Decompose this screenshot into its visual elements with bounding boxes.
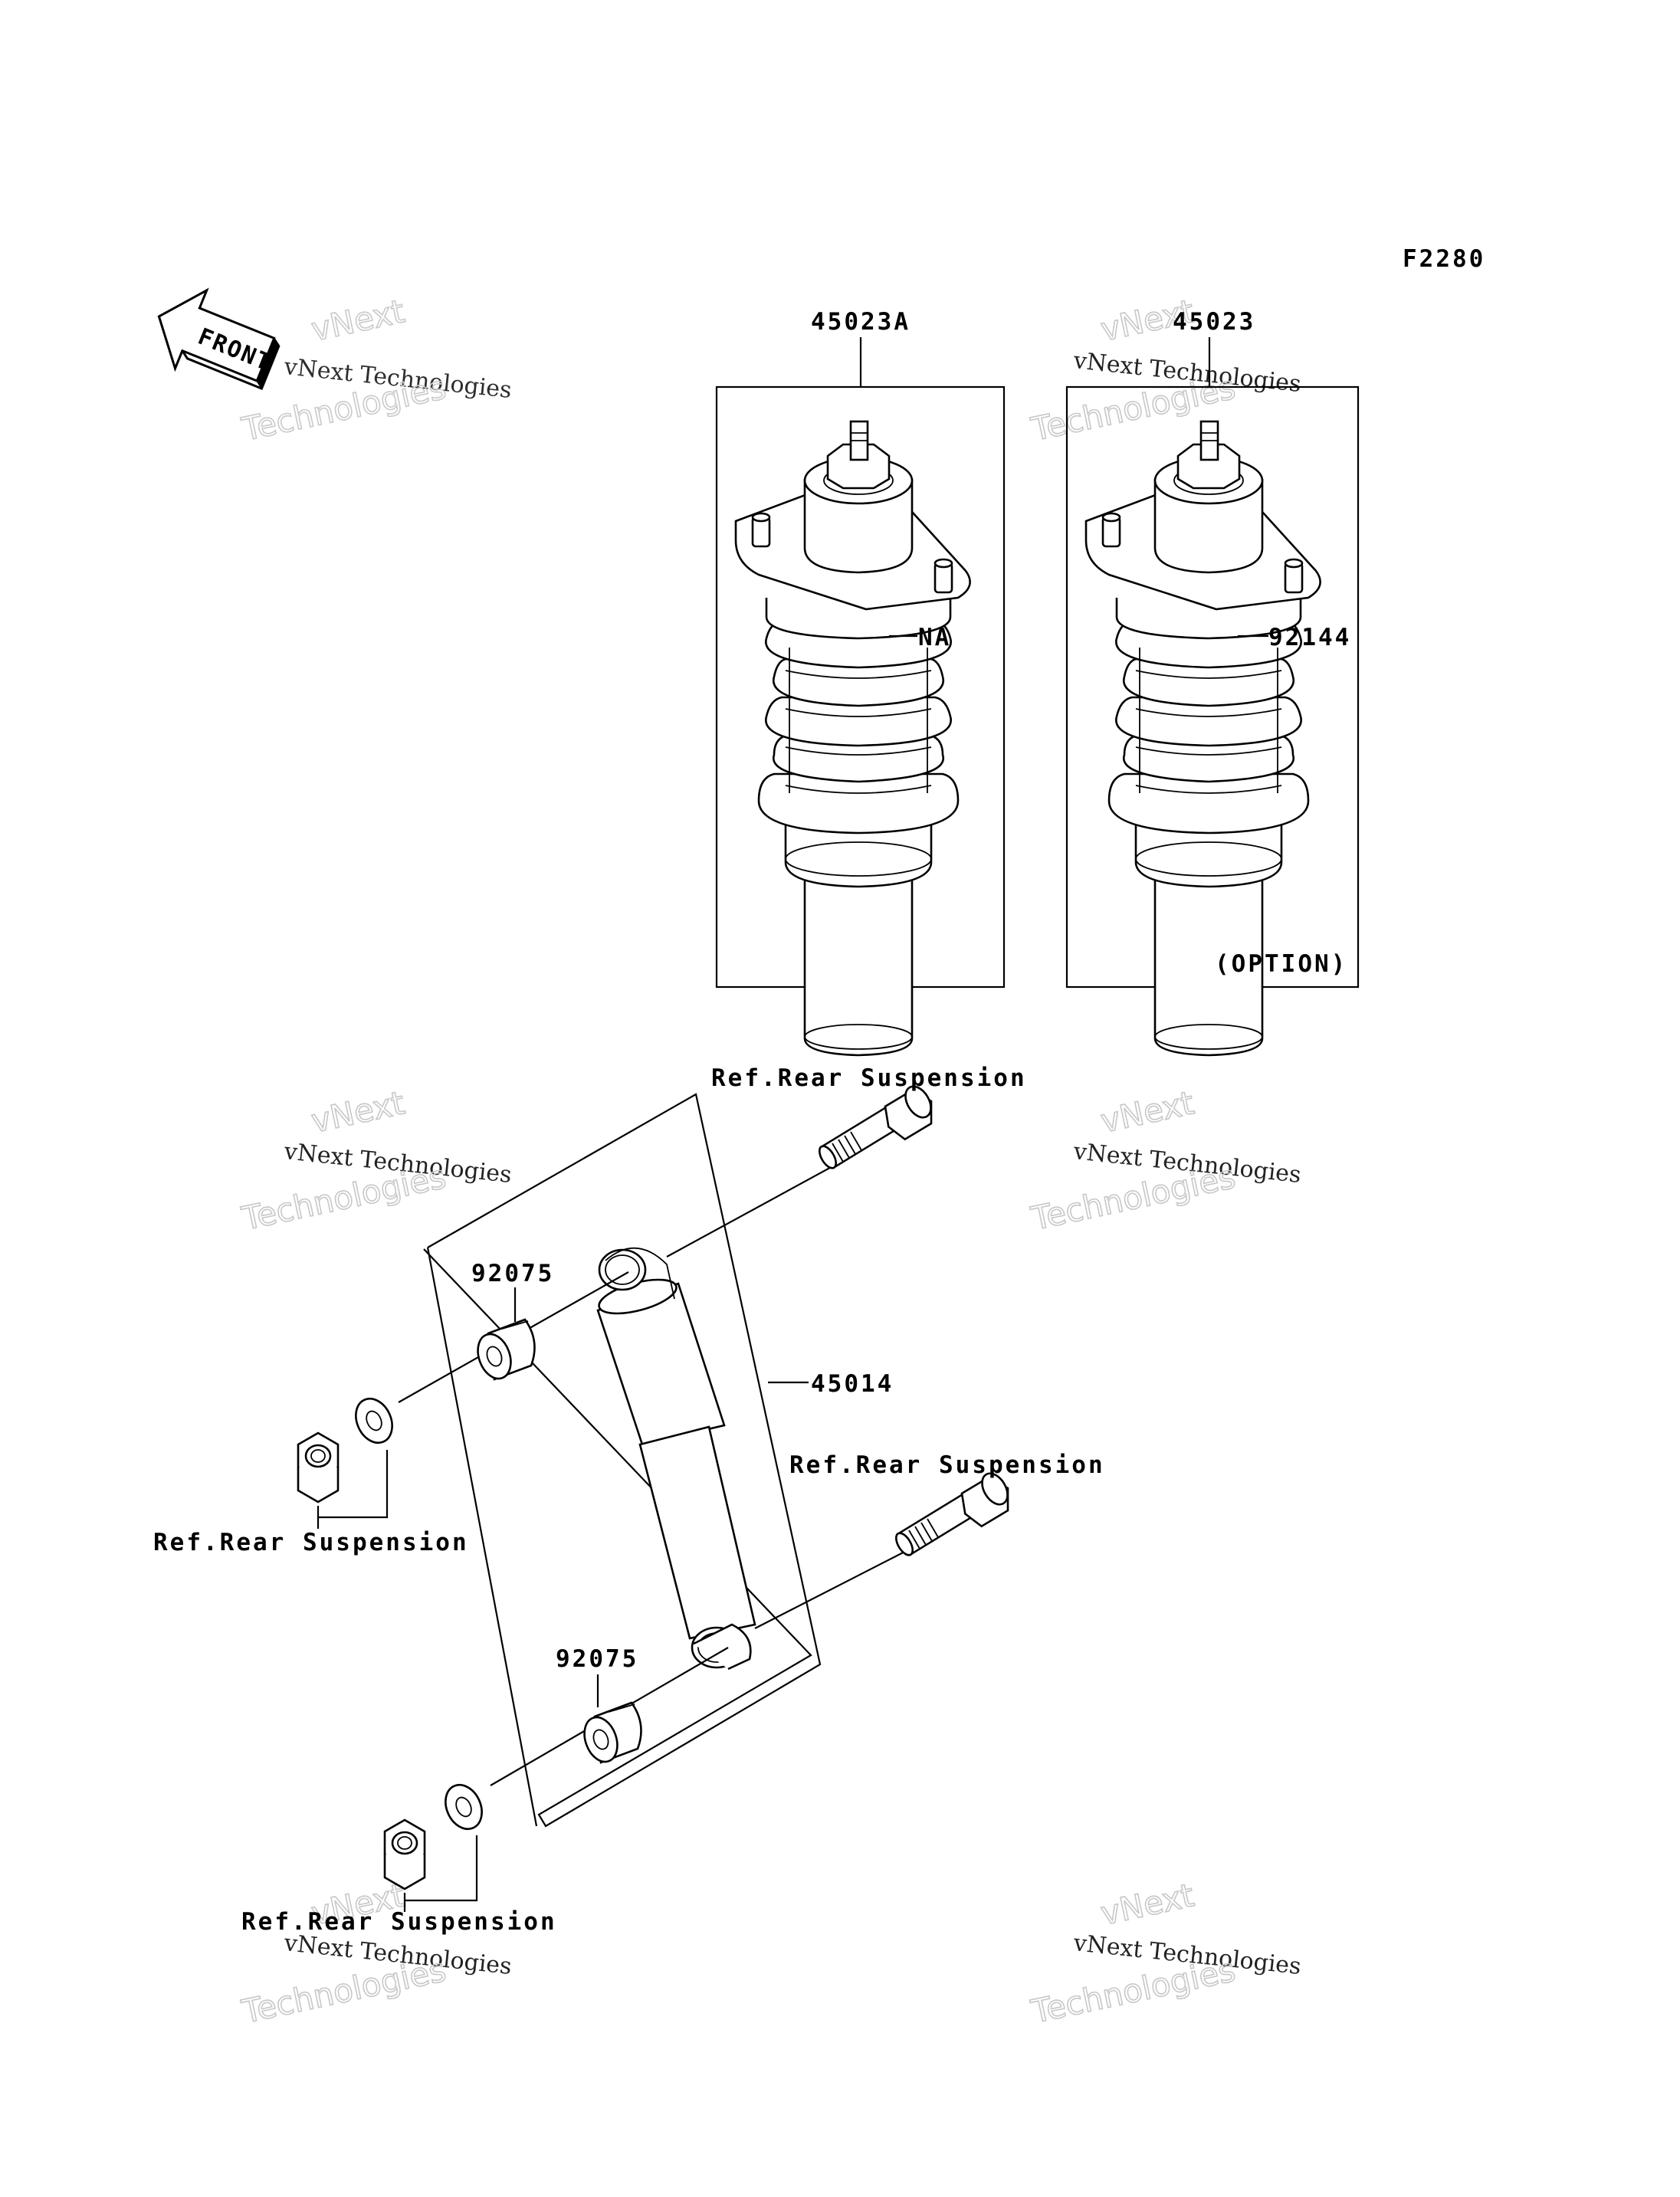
watermark-bottom-right: vNext vNext Technologies Technologies (1027, 1876, 1302, 2031)
option-note: (OPTION) (1215, 950, 1347, 978)
part-number-spring-std: NA (918, 624, 951, 651)
watermark-brand: vNext (308, 292, 408, 348)
watermark-bottom-left: vNext vNext Technologies Technologies (238, 1876, 513, 2031)
part-number-45023: 45023 (1173, 308, 1255, 336)
part-number-45023A: 45023A (811, 308, 911, 336)
upper-washer (348, 1392, 400, 1450)
part-number-45014: 45014 (811, 1370, 894, 1398)
part-number-92075-lower: 92075 (556, 1645, 638, 1673)
watermark-top-right: vNext vNext Technologies Technologies (1027, 292, 1302, 449)
watermark-brand: vNext (1098, 1084, 1197, 1139)
part-number-spring-opt: 92144 (1268, 624, 1351, 651)
part-number-92075-upper: 92075 (471, 1260, 554, 1287)
lower-washer (438, 1778, 490, 1836)
upper-bolt (816, 1082, 941, 1171)
watermark-mid-left: vNext vNext Technologies Technologies (238, 1084, 513, 1238)
ref-upper-nut: Ref.Rear Suspension (153, 1529, 469, 1556)
bracket-outline (423, 1093, 822, 1828)
watermark-mid-right: vNext vNext Technologies Technologies (1027, 1084, 1302, 1238)
lower-bushing (577, 1701, 642, 1768)
ref-upper-bolt: Ref.Rear Suspension (711, 1064, 1027, 1092)
upper-bushing (471, 1318, 536, 1385)
rear-shock-absorber (596, 1247, 756, 1671)
watermark-top-left: vNext vNext Technologies Technologies (238, 292, 513, 449)
upper-nut (297, 1431, 340, 1503)
ref-lower-nut: Ref.Rear Suspension (241, 1908, 557, 1936)
watermark-word: Technologies (238, 1951, 449, 2031)
rear-shock-exploded: Ref.Rear Suspension Ref.Rear Suspension … (153, 1064, 1105, 1936)
coilover-standard (734, 420, 971, 1057)
ref-lower-bolt: Ref.Rear Suspension (789, 1451, 1105, 1479)
watermark-brand: vNext (1098, 1876, 1197, 1932)
watermark-word: Technologies (1028, 1951, 1239, 2031)
figure-code: F2280 (1403, 245, 1485, 273)
front-arrow-icon: FRONT (157, 287, 281, 391)
lower-nut (383, 1818, 426, 1890)
lower-bolt (893, 1469, 1018, 1558)
shock-assembly-option: 45023 92144 (OPTION) (1065, 308, 1360, 1057)
watermark-brand: vNext (308, 1084, 408, 1139)
shock-assembly-standard: 45023A NA (715, 308, 1006, 1057)
